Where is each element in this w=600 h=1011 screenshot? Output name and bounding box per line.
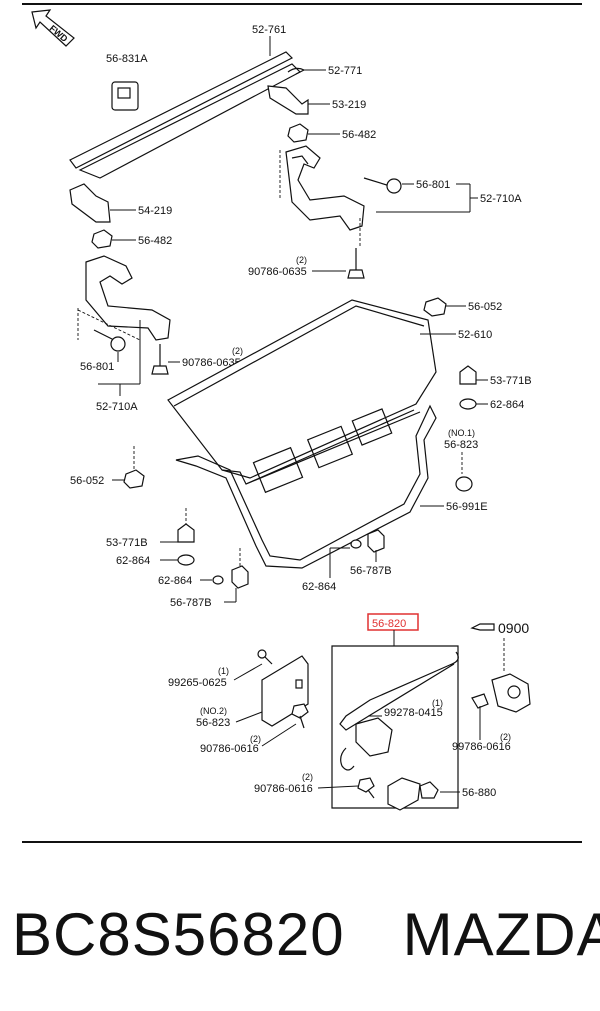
- part-56-820-highlight: 56-820: [367, 613, 419, 646]
- caption-part-number: BC8S56820: [12, 901, 345, 968]
- part-56-482-lower: 56-482: [91, 229, 172, 249]
- callout-56-801-upper: 56-801: [416, 179, 450, 191]
- part-54-219: 54-219: [69, 183, 172, 223]
- part-90786-0616-lower: (2) 90786-0616: [254, 772, 375, 799]
- reference-0900-label: 0900: [498, 620, 529, 636]
- part-56-052-upper: 56-052: [423, 297, 502, 317]
- part-56-820-assembly: (1) 99278-0415: [331, 645, 459, 809]
- bolt-icon: [363, 177, 402, 194]
- part-62-864-upper: 62-864: [459, 398, 524, 411]
- part-56-991E-weatherstrip: 56-991E: [175, 404, 488, 569]
- fwd-arrow-icon: FWD: [31, 9, 75, 47]
- caption-brand: MAZDA: [402, 901, 600, 968]
- callout-62-864-lower-right: 62-864: [302, 581, 336, 593]
- part-56-052-lower: 56-052: [70, 446, 145, 489]
- part-lock-actuator: (2) 99786-0616: [452, 673, 531, 753]
- callout-90786-0616-mid: 90786-0616: [200, 743, 259, 755]
- part-90786-0616-mid: (2) 90786-0616: [200, 703, 309, 755]
- part-62-864-lower-left: 62-864: [116, 554, 195, 567]
- callout-56-991E: 56-991E: [446, 501, 488, 513]
- callout-56-831A: 56-831A: [106, 53, 148, 65]
- callout-56-823-no2-qty: (NO.2): [200, 706, 227, 716]
- highlight-box: [367, 613, 419, 631]
- part-56-880-latch: 56-880: [387, 777, 496, 811]
- callout-99278-0415: 99278-0415: [384, 707, 443, 719]
- callout-54-219: 54-219: [138, 205, 172, 217]
- part-90786-0635-lower: (2) 90786-0635: [151, 344, 243, 375]
- callout-90786-0635-upper-qty: (2): [296, 255, 307, 265]
- callout-99265-0625-qty: (1): [218, 666, 229, 676]
- callout-56-801-lower: 56-801: [80, 361, 114, 373]
- part-56-831A: 56-831A: [106, 53, 148, 111]
- callout-56-823-no1-qty: (NO.1): [448, 428, 475, 438]
- callout-90786-0635-upper: 90786-0635: [248, 266, 307, 278]
- callout-53-219: 53-219: [332, 99, 366, 111]
- callout-56-820: 56-820: [372, 618, 406, 630]
- callout-62-864-mid: 62-864: [158, 575, 192, 587]
- part-52-771: 52-771: [287, 65, 362, 77]
- callout-52-771: 52-771: [328, 65, 362, 77]
- bolt-icon: [93, 329, 126, 352]
- callout-90786-0616-lower: 90786-0616: [254, 783, 313, 795]
- callout-56-052-upper: 56-052: [468, 301, 502, 313]
- callout-62-864-upper: 62-864: [490, 399, 524, 411]
- callout-56-482-lower: 56-482: [138, 235, 172, 247]
- callout-56-052-lower: 56-052: [70, 475, 104, 487]
- part-52-761: 52-761: [69, 24, 301, 179]
- callout-56-787B-left: 56-787B: [170, 597, 212, 609]
- part-56-482-upper: 56-482: [287, 123, 376, 143]
- reference-0900: 0900: [470, 620, 529, 672]
- callout-53-771B-upper: 53-771B: [490, 375, 532, 387]
- reference-hand-icon: [470, 623, 495, 631]
- callout-90786-0616-mid-qty: (2): [250, 734, 261, 744]
- callout-56-880: 56-880: [462, 787, 496, 799]
- callout-52-761: 52-761: [252, 24, 286, 36]
- callout-90786-0635-lower-qty: (2): [232, 346, 243, 356]
- part-56-823-no2: (NO.2) 56-823: [196, 655, 309, 729]
- callout-53-771B-lower: 53-771B: [106, 537, 148, 549]
- callout-52-710A-lower: 52-710A: [96, 401, 138, 413]
- part-52-710A-right-hinge: 56-801 52-710A: [279, 145, 522, 246]
- callout-56-787B-right: 56-787B: [350, 565, 392, 577]
- callout-52-610: 52-610: [458, 329, 492, 341]
- part-53-219: 53-219: [267, 85, 366, 115]
- callout-99265-0625: 99265-0625: [168, 677, 227, 689]
- callout-56-823-no2: 56-823: [196, 717, 230, 729]
- part-53-771B-lower: 53-771B: [106, 508, 195, 549]
- callout-90786-0635-lower: 90786-0635: [182, 357, 241, 369]
- callout-90786-0616-lower-qty: (2): [302, 772, 313, 782]
- part-52-710A-left-hinge: 56-801 52-710A: [77, 255, 171, 413]
- part-56-823-no1: (NO.1) 56-823: [444, 428, 478, 492]
- caption: BC8S56820 MAZDA: [12, 895, 600, 975]
- callout-99786-0616-qty: (2): [500, 732, 511, 742]
- callout-99278-0415-qty: (1): [432, 698, 443, 708]
- callout-56-482-upper: 56-482: [342, 129, 376, 141]
- callout-52-710A-upper: 52-710A: [480, 193, 522, 205]
- part-90786-0635-upper: (2) 90786-0635: [248, 248, 365, 279]
- callout-62-864-lower-left: 62-864: [116, 555, 150, 567]
- part-99265-0625: (1) 99265-0625: [168, 649, 273, 689]
- part-56-787B-left: 62-864 56-787B: [158, 548, 249, 609]
- part-52-610-trunk-lid: 52-610: [167, 299, 492, 494]
- part-56-787B-right: 56-787B 62-864: [302, 529, 392, 593]
- callout-56-823-no1: 56-823: [444, 439, 478, 451]
- callout-99786-0616: 99786-0616: [452, 741, 511, 753]
- part-53-771B-upper: 53-771B: [459, 365, 532, 387]
